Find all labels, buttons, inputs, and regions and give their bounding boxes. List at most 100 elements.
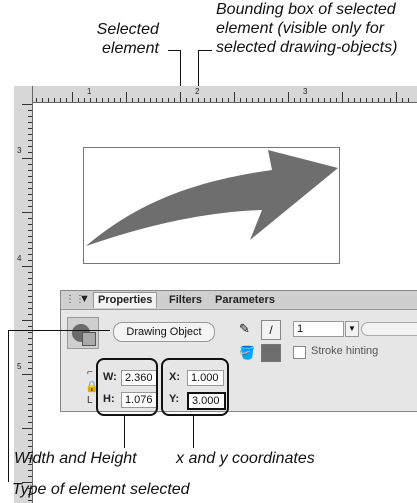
ruler-tick <box>28 500 32 501</box>
y-field[interactable]: 3.000 <box>187 392 226 410</box>
ruler-tick <box>294 98 295 102</box>
stroke-dropdown-icon[interactable]: ▼ <box>345 321 359 337</box>
callout-element-type: Type of element selected <box>12 481 190 498</box>
ruler-tick <box>300 98 301 102</box>
tab-filters[interactable]: Filters <box>169 294 203 306</box>
stroke-style-slider[interactable] <box>361 322 417 336</box>
ruler-tick <box>198 98 199 102</box>
panel-collapse-icon[interactable]: ▼ <box>79 293 90 305</box>
stroke-style-button[interactable]: / <box>261 320 281 340</box>
ruler-tick <box>174 98 175 102</box>
ruler-tick <box>28 398 32 399</box>
callout-selected-element: Selected element <box>96 20 159 58</box>
ruler-top-number: 3 <box>303 87 308 96</box>
ruler-tick <box>156 98 157 102</box>
constrain-bracket-bottom-icon: L <box>87 395 93 406</box>
ruler-vertical: 3 4 5 <box>14 86 33 503</box>
stroke-width-field[interactable]: 1 <box>293 321 344 337</box>
ruler-tick <box>102 98 103 102</box>
ruler-tick <box>402 98 403 102</box>
ruler-tick <box>28 488 32 489</box>
ruler-tick <box>28 230 32 231</box>
ruler-tick <box>384 98 385 102</box>
ruler-tick <box>28 248 32 249</box>
ruler-tick <box>180 92 181 102</box>
ruler-tick <box>168 98 169 102</box>
ruler-tick <box>72 92 73 102</box>
ruler-tick <box>28 254 32 255</box>
ruler-tick <box>114 98 115 102</box>
ruler-tick <box>28 284 32 285</box>
ruler-tick <box>28 476 32 477</box>
ruler-tick <box>28 290 32 291</box>
ruler-tick <box>28 380 32 381</box>
leader-type-v <box>8 330 9 482</box>
ruler-tick <box>264 98 265 102</box>
element-type-label: Drawing Object <box>113 322 215 342</box>
ruler-tick <box>48 98 49 102</box>
width-label: W: <box>103 371 117 383</box>
ruler-top-number: 2 <box>195 87 200 96</box>
ruler-tick <box>84 98 85 102</box>
leader-selected-h <box>168 50 180 51</box>
ruler-tick <box>22 158 32 159</box>
ruler-tick <box>108 98 109 102</box>
ruler-left-number: 4 <box>17 254 22 263</box>
ruler-tick <box>318 98 319 102</box>
ruler-tick <box>28 446 32 447</box>
wh-highlight <box>96 358 158 416</box>
ruler-tick <box>28 278 32 279</box>
panel-gripper-icon[interactable]: ⋮⋮ <box>65 294 85 305</box>
callout-bounding-box: Bounding box of selected element (visibl… <box>216 0 397 57</box>
leader-xy <box>193 414 194 448</box>
fill-color-swatch[interactable] <box>261 344 281 362</box>
ruler-top-number: 1 <box>87 87 92 96</box>
height-field[interactable]: 1.076 <box>121 392 158 408</box>
ruler-tick <box>28 188 32 189</box>
ruler-tick <box>228 98 229 102</box>
callout-bounding-box-line-2: element (visible only for <box>216 20 385 37</box>
ruler-tick <box>288 92 289 102</box>
tab-parameters[interactable]: Parameters <box>215 294 275 306</box>
ruler-tick <box>192 98 193 102</box>
ruler-tick <box>28 140 32 141</box>
ruler-tick <box>28 116 32 117</box>
ruler-tick <box>396 92 397 102</box>
ruler-tick <box>28 182 32 183</box>
ruler-tick <box>28 410 32 411</box>
ruler-tick <box>28 356 32 357</box>
ruler-tick <box>28 218 32 219</box>
ruler-tick <box>42 98 43 102</box>
ruler-tick <box>132 98 133 102</box>
ruler-left-number: 3 <box>17 146 22 155</box>
ruler-tick <box>234 92 235 102</box>
ruler-tick <box>22 320 32 321</box>
ruler-tick <box>22 374 32 375</box>
ruler-tick <box>28 272 32 273</box>
lock-icon[interactable]: 🔒 <box>85 381 99 393</box>
ruler-tick <box>28 368 32 369</box>
ruler-tick <box>28 308 32 309</box>
ruler-tick <box>60 98 61 102</box>
ruler-tick <box>28 170 32 171</box>
ruler-tick <box>210 98 211 102</box>
ruler-tick <box>28 392 32 393</box>
callout-selected-element-line-1: Selected <box>96 21 159 38</box>
tab-properties[interactable]: Properties <box>93 292 158 308</box>
ruler-tick <box>372 98 373 102</box>
ruler-tick <box>270 98 271 102</box>
ruler-tick <box>28 110 32 111</box>
ruler-tick <box>126 92 127 102</box>
ruler-tick <box>28 224 32 225</box>
stroke-hinting-checkbox[interactable] <box>293 346 306 359</box>
ruler-tick <box>28 242 32 243</box>
drawing-object-icon <box>67 317 99 349</box>
ruler-tick <box>22 266 32 267</box>
ruler-tick <box>150 98 151 102</box>
callout-bounding-box-line-3: selected drawing-objects) <box>216 39 398 56</box>
ruler-tick <box>258 98 259 102</box>
ruler-tick <box>28 344 32 345</box>
pencil-icon[interactable]: ✎ <box>239 321 250 336</box>
paint-bucket-icon[interactable]: 🪣 <box>239 345 256 360</box>
x-field[interactable]: 1.000 <box>187 370 224 386</box>
